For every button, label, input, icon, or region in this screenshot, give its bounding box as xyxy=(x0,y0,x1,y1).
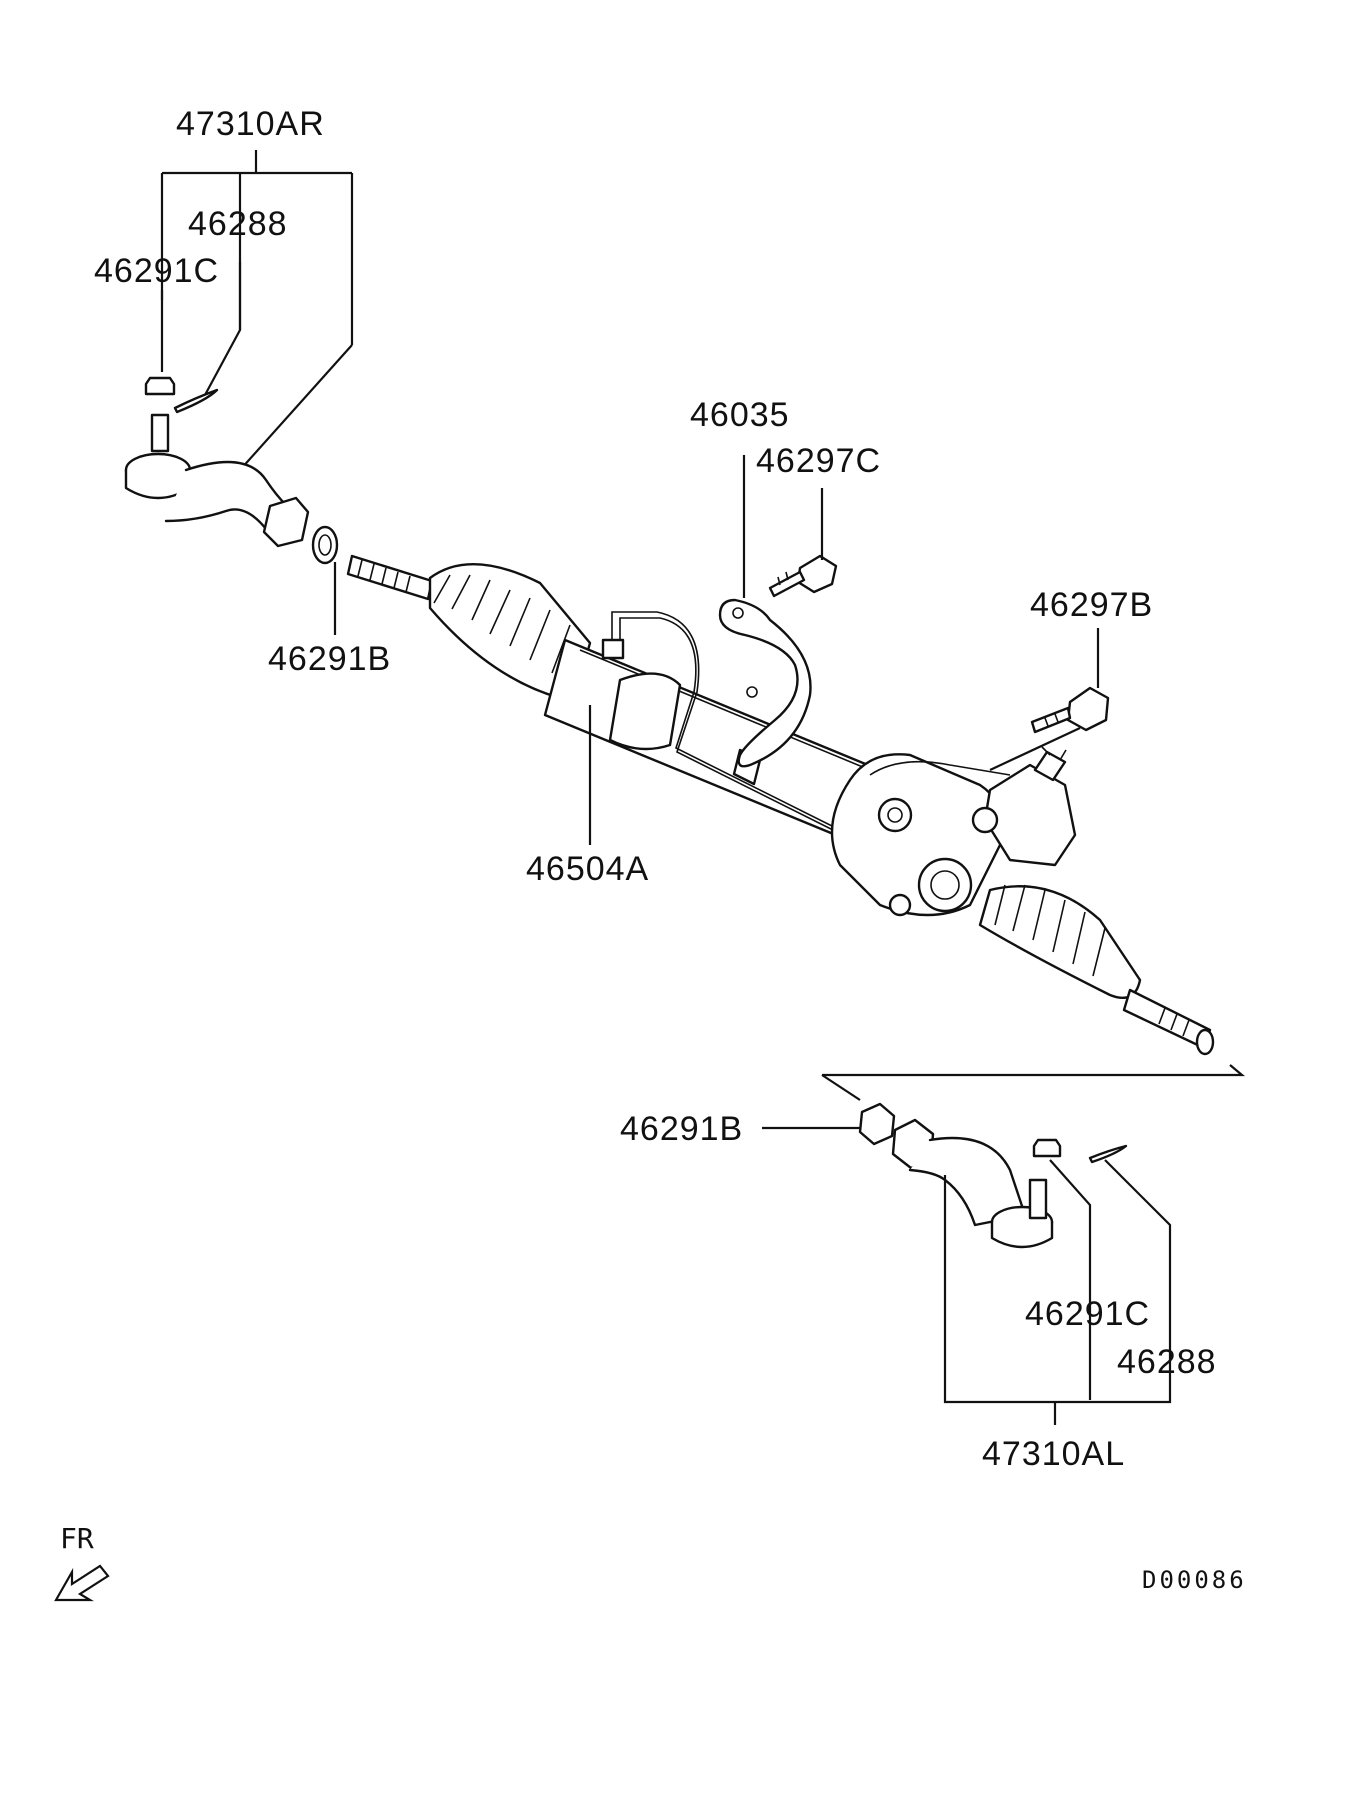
tie-rod-end-right[interactable] xyxy=(124,150,354,548)
bolt-46297B[interactable] xyxy=(989,628,1110,771)
label-46035: 46035 xyxy=(690,396,790,434)
front-arrow-icon xyxy=(54,1564,110,1602)
jam-nut-bottom[interactable] xyxy=(762,1102,896,1146)
steering-rack-assembly[interactable] xyxy=(346,554,1215,1056)
tie-rod-end-left[interactable] xyxy=(891,1118,1172,1425)
label-47310AR: 47310AR xyxy=(176,105,325,143)
label-46297B: 46297B xyxy=(1030,586,1153,624)
label-46504A: 46504A xyxy=(526,850,649,888)
label-46288-top: 46288 xyxy=(188,205,288,243)
bolt-46297C[interactable] xyxy=(768,488,838,598)
label-47310AL: 47310AL xyxy=(982,1435,1125,1473)
jam-nut-top[interactable] xyxy=(311,525,339,635)
label-46291B-bottom: 46291B xyxy=(620,1110,743,1148)
clamp-bracket[interactable] xyxy=(718,455,812,768)
front-direction-indicator: FR xyxy=(54,1522,110,1602)
label-46291C-top: 46291C xyxy=(94,252,219,290)
label-46288-bottom: 46288 xyxy=(1117,1343,1217,1381)
front-direction-label: FR xyxy=(60,1522,94,1555)
label-46291C-bottom: 46291C xyxy=(1025,1295,1150,1333)
lower-separator-line xyxy=(821,1064,1246,1101)
label-46297C: 46297C xyxy=(756,442,881,480)
label-46291B-top: 46291B xyxy=(268,640,391,678)
diagram-code: D00086 xyxy=(1142,1566,1247,1594)
